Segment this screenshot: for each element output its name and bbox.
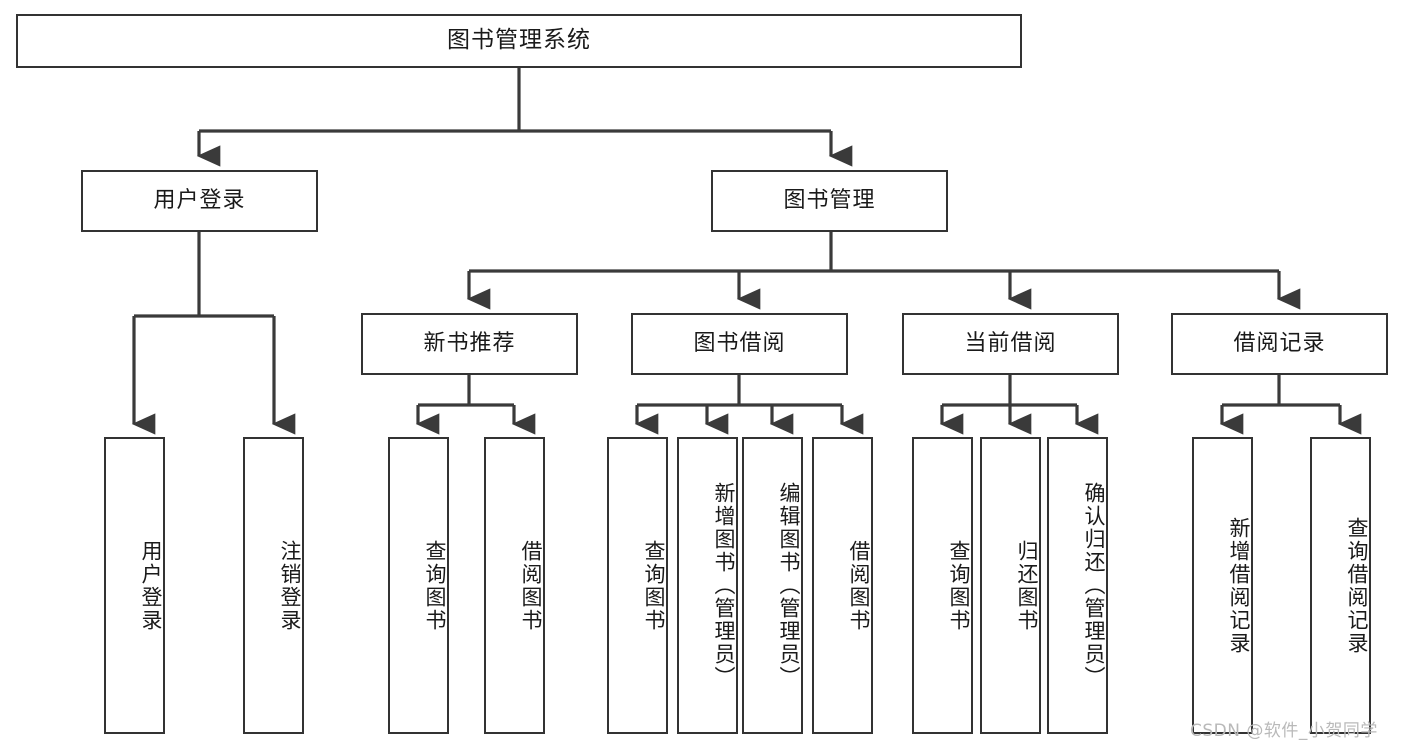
node-book-borrow[interactable]: 图书借阅 xyxy=(631,313,848,375)
node-label: 编辑图书（管理员） xyxy=(777,482,801,689)
node-label: 新书推荐 xyxy=(423,330,516,356)
node-label: 新增借阅记录 xyxy=(1227,516,1251,655)
node-label: 用户登录 xyxy=(139,539,163,632)
leaf-user-login-login[interactable]: 用户登录 xyxy=(104,437,165,734)
node-label: 新增图书（管理员） xyxy=(712,482,736,689)
leaf-new-book-query[interactable]: 查询图书 xyxy=(388,437,449,734)
node-label: 注销登录 xyxy=(278,539,302,632)
node-book-management[interactable]: 图书管理 xyxy=(711,170,948,232)
node-label: 图书管理系统 xyxy=(447,27,591,54)
node-label: 查询图书 xyxy=(947,539,971,632)
leaf-book-borrow-borrow[interactable]: 借阅图书 xyxy=(812,437,873,734)
leaf-borrow-record-query[interactable]: 查询借阅记录 xyxy=(1310,437,1371,734)
node-label: 借阅图书 xyxy=(519,539,543,632)
leaf-borrow-record-add[interactable]: 新增借阅记录 xyxy=(1192,437,1253,734)
node-current-borrow[interactable]: 当前借阅 xyxy=(902,313,1119,375)
node-label: 借阅图书 xyxy=(847,539,871,632)
node-label: 查询图书 xyxy=(642,539,666,632)
leaf-new-book-borrow[interactable]: 借阅图书 xyxy=(484,437,545,734)
node-new-book-recommend[interactable]: 新书推荐 xyxy=(361,313,578,375)
node-label: 查询借阅记录 xyxy=(1345,516,1369,655)
node-user-login[interactable]: 用户登录 xyxy=(81,170,318,232)
leaf-user-login-logout[interactable]: 注销登录 xyxy=(243,437,304,734)
node-root-system[interactable]: 图书管理系统 xyxy=(16,14,1022,68)
node-label: 图书借阅 xyxy=(693,330,786,356)
node-label: 图书管理 xyxy=(783,187,876,213)
leaf-current-borrow-query[interactable]: 查询图书 xyxy=(912,437,973,734)
node-label: 查询图书 xyxy=(423,539,447,632)
node-label: 借阅记录 xyxy=(1233,330,1326,356)
leaf-current-borrow-return[interactable]: 归还图书 xyxy=(980,437,1041,734)
leaf-book-borrow-query[interactable]: 查询图书 xyxy=(607,437,668,734)
node-label: 归还图书 xyxy=(1015,539,1039,632)
leaf-book-borrow-add[interactable]: 新增图书（管理员） xyxy=(677,437,738,734)
leaf-current-borrow-confirm-return[interactable]: 确认归还（管理员） xyxy=(1047,437,1108,734)
node-label: 当前借阅 xyxy=(964,330,1057,356)
csdn-watermark: CSDN @软件_小贺同学 xyxy=(1190,721,1378,741)
node-label: 确认归还（管理员） xyxy=(1082,482,1106,689)
node-label: 用户登录 xyxy=(153,187,246,213)
leaf-book-borrow-edit[interactable]: 编辑图书（管理员） xyxy=(742,437,803,734)
node-borrow-record[interactable]: 借阅记录 xyxy=(1171,313,1388,375)
